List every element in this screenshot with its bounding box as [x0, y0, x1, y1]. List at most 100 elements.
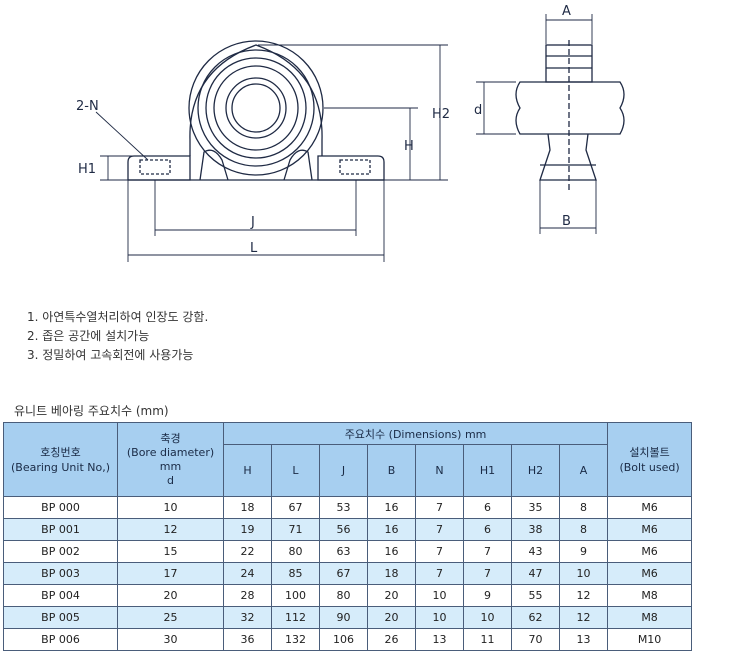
table-cell: 7: [415, 562, 464, 585]
side-dimensions: [476, 14, 597, 234]
table-cell: 7: [415, 518, 464, 541]
table-cell: 10: [415, 584, 464, 607]
table-cell: 90: [319, 606, 368, 629]
table-cell: 25: [117, 606, 224, 629]
table-cell: 80: [271, 540, 320, 563]
table-cell: 85: [271, 562, 320, 585]
table-cell: 16: [367, 496, 416, 519]
table-cell: 6: [463, 496, 512, 519]
table-cell: M6: [607, 496, 693, 519]
table-cell: 22: [223, 540, 272, 563]
table-cell: 100: [271, 584, 320, 607]
table-cell: 20: [367, 606, 416, 629]
header-col-j: J: [319, 444, 368, 497]
table-cell: 55: [511, 584, 560, 607]
table-cell: 10: [415, 606, 464, 629]
header-col-b: B: [367, 444, 416, 497]
dim-label-2n: 2-N: [76, 99, 99, 114]
table-cell: 63: [319, 540, 368, 563]
header-bolt: 설치볼트 (Bolt used): [607, 422, 693, 497]
table-cell: 11: [463, 628, 512, 651]
table-cell: 70: [511, 628, 560, 651]
table-cell: M6: [607, 540, 693, 563]
header-col-h1: H1: [463, 444, 512, 497]
table-cell: 56: [319, 518, 368, 541]
table-cell: BP 002: [3, 540, 118, 563]
note-2: 2. 좁은 공간에 설치가능: [27, 329, 150, 343]
table-cell: 12: [117, 518, 224, 541]
table-cell: 9: [463, 584, 512, 607]
header-col-h: H: [223, 444, 272, 497]
table-cell: 24: [223, 562, 272, 585]
front-view: [127, 40, 385, 181]
table-cell: 32: [223, 606, 272, 629]
table-cell: 7: [463, 562, 512, 585]
table-cell: 7: [415, 496, 464, 519]
table-cell: 12: [558, 584, 609, 607]
table-cell: 16: [367, 540, 416, 563]
table-cell: 28: [223, 584, 272, 607]
header-col-l: L: [271, 444, 320, 497]
technical-drawing: A 2-N H1 H2 H d J L B: [76, 4, 625, 262]
table-cell: 15: [117, 540, 224, 563]
table-cell: 10: [558, 562, 609, 585]
table-cell: BP 005: [3, 606, 118, 629]
dim-label-j: J: [250, 215, 255, 230]
table-cell: 6: [463, 518, 512, 541]
table-cell: 7: [415, 540, 464, 563]
table-cell: 13: [558, 628, 609, 651]
table-cell: 8: [558, 518, 609, 541]
table-cell: 19: [223, 518, 272, 541]
table-cell: 18: [367, 562, 416, 585]
table-cell: 36: [223, 628, 272, 651]
table-cell: 53: [319, 496, 368, 519]
header-dimensions: 주요치수 (Dimensions) mm: [222, 422, 609, 445]
table-cell: M10: [607, 628, 693, 651]
table-cell: 12: [558, 606, 609, 629]
table-cell: 43: [511, 540, 560, 563]
side-view: [515, 40, 625, 190]
table-cell: 62: [511, 606, 560, 629]
front-dimensions: [95, 44, 448, 262]
table-cell: BP 006: [3, 628, 118, 651]
table-cell: 112: [271, 606, 320, 629]
table-cell: M6: [607, 562, 693, 585]
feature-notes: 1. 아연특수열처리하여 인장도 강함. 2. 좁은 공간에 설치가능 3. 정…: [27, 308, 208, 365]
note-3: 3. 정밀하여 고속회전에 사용가능: [27, 348, 194, 362]
table-cell: 16: [367, 518, 416, 541]
header-bore: 축경 (Bore diameter) mm d: [117, 422, 224, 497]
table-cell: 26: [367, 628, 416, 651]
table-cell: 10: [117, 496, 224, 519]
table-cell: 47: [511, 562, 560, 585]
table-cell: 106: [319, 628, 368, 651]
table-cell: BP 001: [3, 518, 118, 541]
dim-label-a: A: [562, 4, 571, 19]
header-col-n: N: [415, 444, 464, 497]
note-1: 1. 아연특수열처리하여 인장도 강함.: [27, 310, 209, 324]
dim-label-h1: H1: [78, 162, 96, 177]
table-cell: 67: [271, 496, 320, 519]
table-cell: 80: [319, 584, 368, 607]
table-cell: 38: [511, 518, 560, 541]
table-cell: 67: [319, 562, 368, 585]
table-cell: M8: [607, 606, 693, 629]
dim-label-l: L: [250, 241, 258, 256]
table-cell: 20: [117, 584, 224, 607]
table-cell: 8: [558, 496, 609, 519]
table-cell: 30: [117, 628, 224, 651]
dim-label-d: d: [474, 103, 482, 118]
table-cell: 18: [223, 496, 272, 519]
table-cell: 132: [271, 628, 320, 651]
table-cell: BP 000: [3, 496, 118, 519]
table-cell: 35: [511, 496, 560, 519]
table-cell: 13: [415, 628, 464, 651]
table-cell: 17: [117, 562, 224, 585]
table-title: 유니트 베아링 주요치수 (mm): [14, 404, 169, 418]
